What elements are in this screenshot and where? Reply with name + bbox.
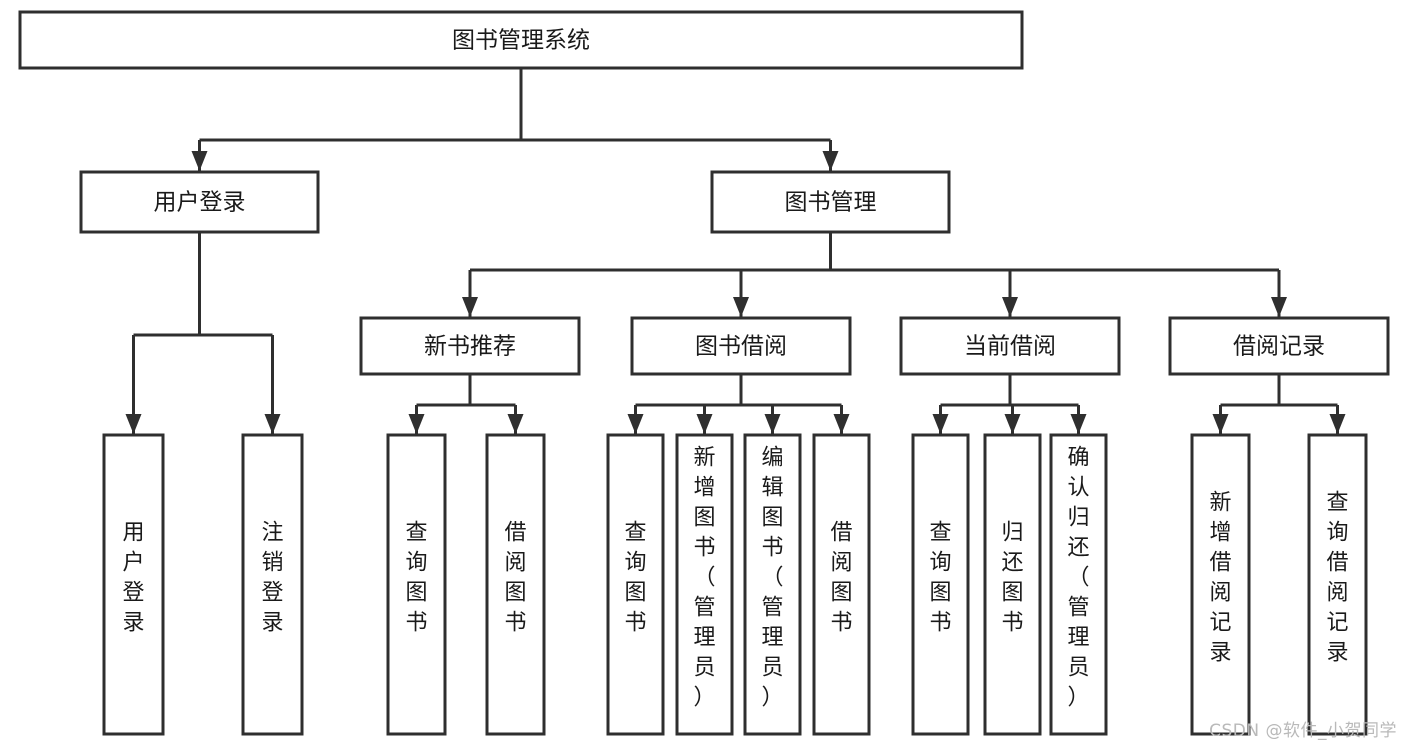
conn-user-login-arrow-0 <box>125 414 142 434</box>
node-borrow-record[interactable]: 借阅记录 <box>1168 316 1390 376</box>
conn-book-manage-arrow-2 <box>1002 297 1018 317</box>
node-leaf-query-book-3-box[interactable] <box>911 433 970 736</box>
conn-book-manage-arrow-3 <box>1271 297 1287 317</box>
node-book-manage[interactable]: 图书管理 <box>710 170 951 234</box>
node-leaf-edit-book-box[interactable] <box>743 433 802 736</box>
node-leaf-add-borrow-record-box[interactable] <box>1190 433 1251 736</box>
node-leaf-borrow-book-1[interactable]: 借阅图书 <box>485 433 546 736</box>
node-book-borrow-box[interactable] <box>630 316 852 376</box>
node-new-book-recommend-label: 新书推荐 <box>424 334 516 360</box>
node-leaf-return-book-label: 归还图书 <box>1001 521 1023 636</box>
node-leaf-edit-book-label: 编辑图书（管理员） <box>761 446 783 711</box>
node-user-login-box[interactable] <box>79 170 320 234</box>
node-leaf-borrow-book-1-box[interactable] <box>485 433 546 736</box>
node-borrow-record-box[interactable] <box>1168 316 1390 376</box>
node-leaf-add-borrow-record-label: 新增借阅记录 <box>1209 491 1231 666</box>
node-leaf-user-login[interactable]: 用户登录 <box>102 433 165 736</box>
node-leaf-user-logout[interactable]: 注销登录 <box>241 433 304 736</box>
node-leaf-query-book-1-label: 查询图书 <box>405 521 427 636</box>
node-root[interactable]: 图书管理系统 <box>18 10 1024 70</box>
node-borrow-record-label: 借阅记录 <box>1233 334 1325 360</box>
node-leaf-query-book-2[interactable]: 查询图书 <box>606 433 665 736</box>
node-leaf-confirm-return[interactable]: 确认归还（管理员） <box>1049 433 1108 736</box>
node-leaf-borrow-book-1-label: 借阅图书 <box>504 521 526 636</box>
node-leaf-query-borrow-record-box[interactable] <box>1307 433 1368 736</box>
conn-user-login-arrow-1 <box>264 414 281 434</box>
node-leaf-query-book-2-label: 查询图书 <box>624 521 646 636</box>
conn-current-borrow-arrow-2 <box>1070 414 1087 434</box>
node-book-manage-label: 图书管理 <box>785 190 877 216</box>
conn-current-borrow-arrow-0 <box>932 414 949 434</box>
node-leaf-confirm-return-label: 确认归还（管理员） <box>1067 446 1089 711</box>
conn-current-borrow-arrow-1 <box>1004 414 1021 434</box>
node-current-borrow[interactable]: 当前借阅 <box>899 316 1121 376</box>
node-leaf-query-book-3[interactable]: 查询图书 <box>911 433 970 736</box>
node-leaf-return-book-box[interactable] <box>983 433 1042 736</box>
conn-book-borrow-arrow-1 <box>696 414 713 434</box>
node-leaf-confirm-return-box[interactable] <box>1049 433 1108 736</box>
conn-book-borrow-arrow-3 <box>833 414 850 434</box>
node-leaf-add-book[interactable]: 新增图书（管理员） <box>675 433 734 736</box>
connectors-layer <box>125 68 1346 434</box>
node-leaf-return-book[interactable]: 归还图书 <box>983 433 1042 736</box>
conn-book-manage-arrow-1 <box>733 297 749 317</box>
node-current-borrow-label: 当前借阅 <box>964 334 1056 360</box>
node-leaf-user-login-label: 用户登录 <box>122 521 144 636</box>
node-leaf-query-book-2-box[interactable] <box>606 433 665 736</box>
node-new-book-recommend[interactable]: 新书推荐 <box>359 316 581 376</box>
node-leaf-borrow-book-2[interactable]: 借阅图书 <box>812 433 871 736</box>
node-leaf-query-book-3-label: 查询图书 <box>929 521 951 636</box>
node-leaf-borrow-book-2-box[interactable] <box>812 433 871 736</box>
conn-borrow-record-arrow-1 <box>1329 414 1346 434</box>
conn-root-arrow-0 <box>191 151 208 171</box>
node-new-book-recommend-box[interactable] <box>359 316 581 376</box>
conn-book-borrow-arrow-2 <box>764 414 781 434</box>
node-leaf-add-book-box[interactable] <box>675 433 734 736</box>
conn-new-book-recommend-arrow-0 <box>408 414 425 434</box>
node-book-manage-box[interactable] <box>710 170 951 234</box>
node-current-borrow-box[interactable] <box>899 316 1121 376</box>
node-root-label: 图书管理系统 <box>452 28 590 54</box>
node-leaf-add-borrow-record[interactable]: 新增借阅记录 <box>1190 433 1251 736</box>
node-book-borrow[interactable]: 图书借阅 <box>630 316 852 376</box>
node-leaf-edit-book[interactable]: 编辑图书（管理员） <box>743 433 802 736</box>
node-leaf-add-book-label: 新增图书（管理员） <box>693 446 715 711</box>
node-leaf-user-logout-label: 注销登录 <box>261 521 283 636</box>
nodes-layer: 图书管理系统用户登录图书管理新书推荐图书借阅当前借阅借阅记录用户登录注销登录查询… <box>18 10 1390 736</box>
conn-new-book-recommend-arrow-1 <box>507 414 524 434</box>
node-leaf-query-book-1-box[interactable] <box>386 433 447 736</box>
node-leaf-user-login-box[interactable] <box>102 433 165 736</box>
conn-borrow-record-arrow-0 <box>1212 414 1229 434</box>
node-root-box[interactable] <box>18 10 1024 70</box>
node-leaf-query-borrow-record-label: 查询借阅记录 <box>1326 491 1348 666</box>
conn-book-borrow-arrow-0 <box>627 414 644 434</box>
node-leaf-query-book-1[interactable]: 查询图书 <box>386 433 447 736</box>
node-leaf-user-logout-box[interactable] <box>241 433 304 736</box>
node-user-login-label: 用户登录 <box>154 190 246 216</box>
node-leaf-query-borrow-record[interactable]: 查询借阅记录 <box>1307 433 1368 736</box>
node-book-borrow-label: 图书借阅 <box>695 334 787 360</box>
conn-book-manage-arrow-0 <box>462 297 478 317</box>
node-user-login[interactable]: 用户登录 <box>79 170 320 234</box>
conn-root-arrow-1 <box>822 151 839 171</box>
node-leaf-borrow-book-2-label: 借阅图书 <box>830 521 852 636</box>
